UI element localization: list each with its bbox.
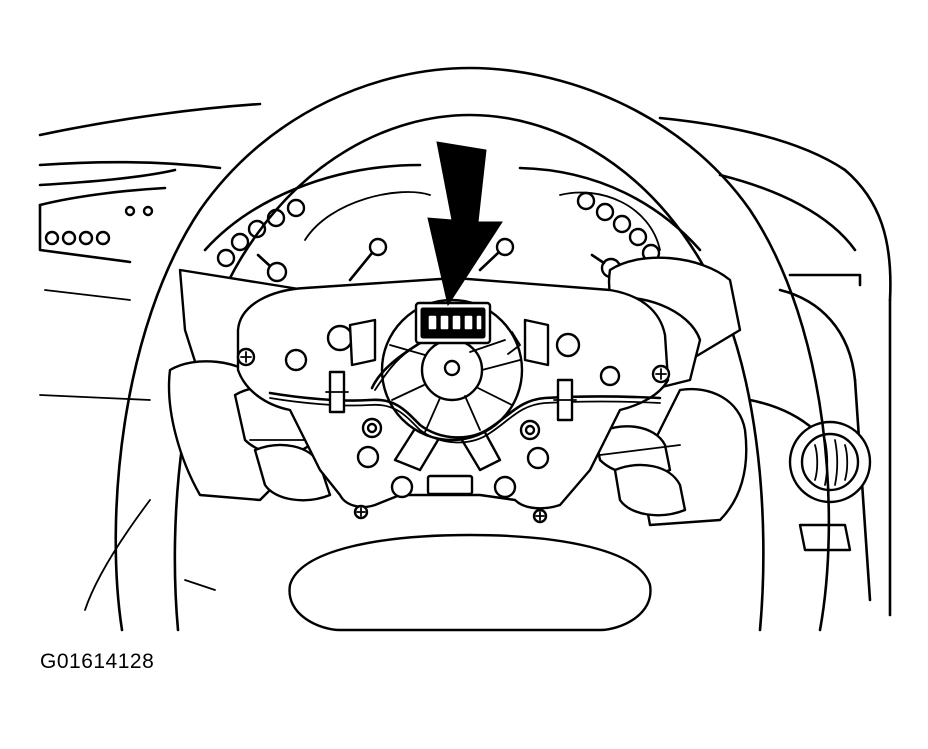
airbag-connector (374, 301, 492, 391)
left-switch-panel (38, 186, 167, 246)
wiring-harness (268, 338, 662, 444)
dashboard-outline (38, 102, 892, 617)
headlamp-knob (788, 420, 872, 552)
figure-id-label: G01614128 (40, 650, 155, 673)
callout-arrow-icon (427, 141, 503, 307)
